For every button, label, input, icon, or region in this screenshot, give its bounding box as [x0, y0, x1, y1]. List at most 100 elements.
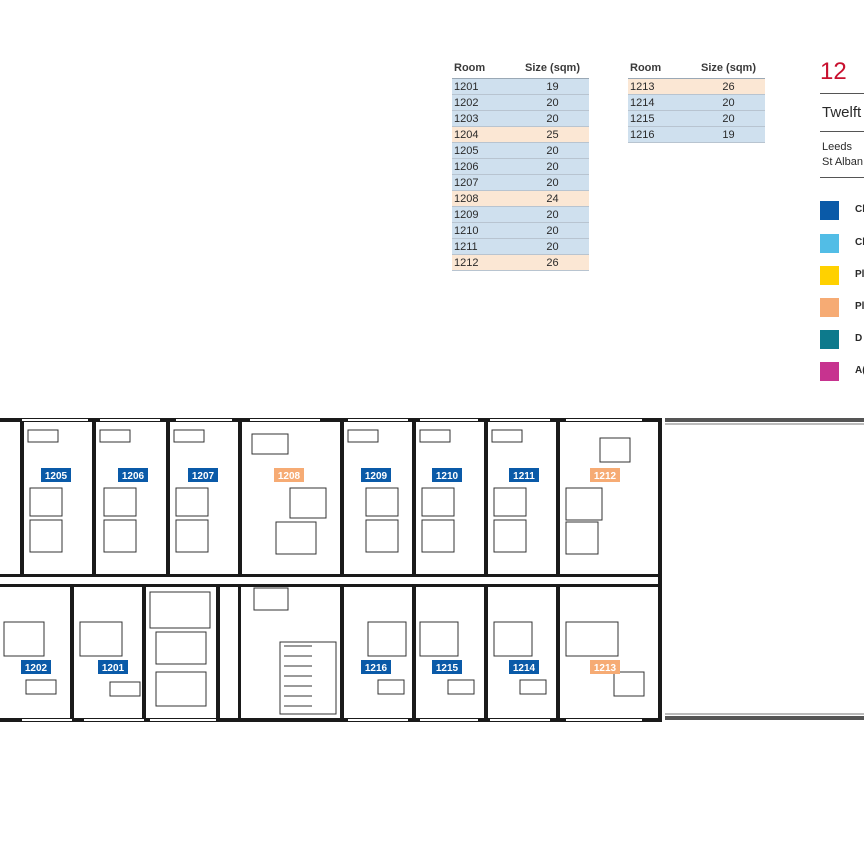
- room-tag: [361, 660, 391, 674]
- legend-swatch: [820, 298, 839, 317]
- floor-plan: 1205 1206 1207 1208 1209 1210 1211 1212 …: [0, 418, 864, 722]
- floor-number: 12: [820, 58, 847, 85]
- size-cell: 20: [516, 222, 589, 239]
- room-tag-label: 1211: [513, 471, 535, 482]
- floor-name: Twelft: [822, 104, 862, 121]
- room-tag-label: 1201: [102, 663, 125, 674]
- size-cell: 19: [692, 126, 765, 143]
- legend-label: Cl: [855, 204, 864, 215]
- room-tag: [590, 468, 620, 482]
- legend-label: Pl: [855, 269, 864, 280]
- size-cell: 20: [516, 94, 589, 111]
- legend-item: D: [820, 330, 864, 350]
- legend-label: Pl: [855, 301, 864, 312]
- room-tag-label: 1202: [25, 663, 48, 674]
- room-tag: [432, 468, 462, 482]
- room-tag: [188, 468, 218, 482]
- size-column-header: Size (sqm): [524, 62, 580, 74]
- furniture-bottom: [3, 587, 645, 715]
- size-cell: 20: [516, 110, 589, 127]
- room-tag-label: 1216: [365, 663, 388, 674]
- legend-label: D: [855, 333, 863, 344]
- room-cell: 1203: [452, 110, 516, 127]
- room-cell: 1211: [452, 238, 516, 255]
- room-cell: 1205: [452, 142, 516, 159]
- legend-label: Cl: [855, 237, 864, 248]
- room-tag-label: 1209: [365, 471, 388, 482]
- size-cell: 20: [692, 94, 765, 111]
- room-tag-label: 1206: [122, 471, 145, 482]
- size-cell: 20: [516, 158, 589, 175]
- room-tag-label: 1205: [45, 471, 68, 482]
- room-cell: 1212: [452, 254, 516, 271]
- legend-swatch: [820, 330, 839, 349]
- room-tag: [509, 468, 539, 482]
- size-cell: 20: [516, 238, 589, 255]
- room-cell: 1209: [452, 206, 516, 223]
- size-column-header: Size (sqm): [700, 62, 756, 74]
- room-tag-label: 1213: [594, 663, 617, 674]
- room-column-header: Room: [630, 62, 662, 74]
- legend-item: Cl: [820, 201, 864, 221]
- divider: [820, 177, 864, 178]
- size-cell: 20: [516, 142, 589, 159]
- room-cell: 1201: [452, 78, 516, 95]
- room-tags-top: 1205 1206 1207 1208 1209 1210 1211 1212: [41, 468, 620, 482]
- size-cell: 20: [516, 206, 589, 223]
- divider: [820, 131, 864, 132]
- room-tag: [361, 468, 391, 482]
- room-tag-label: 1208: [278, 471, 301, 482]
- room-tag-label: 1214: [513, 663, 536, 674]
- legend-swatch: [820, 234, 839, 253]
- address-line: St Alban: [822, 156, 863, 168]
- legend-swatch: [820, 201, 839, 220]
- room-column-header: Room: [454, 62, 486, 74]
- size-cell: 20: [516, 174, 589, 191]
- legend-item: Cl: [820, 234, 864, 254]
- room-tag: [21, 660, 51, 674]
- legend-swatch: [820, 362, 839, 381]
- room-tag: [118, 468, 148, 482]
- staircase: [284, 645, 312, 707]
- address-line: Leeds: [822, 141, 852, 153]
- room-tag: [509, 660, 539, 674]
- furniture-top: [27, 429, 631, 555]
- partition-walls-bottom: [70, 587, 560, 718]
- room-tag-label: 1212: [594, 471, 617, 482]
- room-cell: 1216: [628, 126, 692, 143]
- size-cell: 26: [516, 254, 589, 271]
- room-cell: 1214: [628, 94, 692, 111]
- room-tags-bottom: 1202 1201 1216 1215 1214 1213: [21, 660, 620, 674]
- room-cell: 1215: [628, 110, 692, 127]
- divider: [820, 93, 864, 94]
- size-cell: 24: [516, 190, 589, 207]
- room-tag: [41, 468, 71, 482]
- room-cell: 1210: [452, 222, 516, 239]
- window-bands: [22, 419, 642, 721]
- room-cell: 1204: [452, 126, 516, 143]
- room-tag-label: 1215: [436, 663, 459, 674]
- room-cell: 1202: [452, 94, 516, 111]
- legend-item: Pl: [820, 266, 864, 286]
- room-tag-label: 1207: [192, 471, 215, 482]
- room-tag: [274, 468, 304, 482]
- legend-item: A(: [820, 362, 864, 382]
- partition-walls-top: [20, 422, 560, 574]
- legend-swatch: [820, 266, 839, 285]
- room-tag-label: 1210: [436, 471, 459, 482]
- size-cell: 20: [692, 110, 765, 127]
